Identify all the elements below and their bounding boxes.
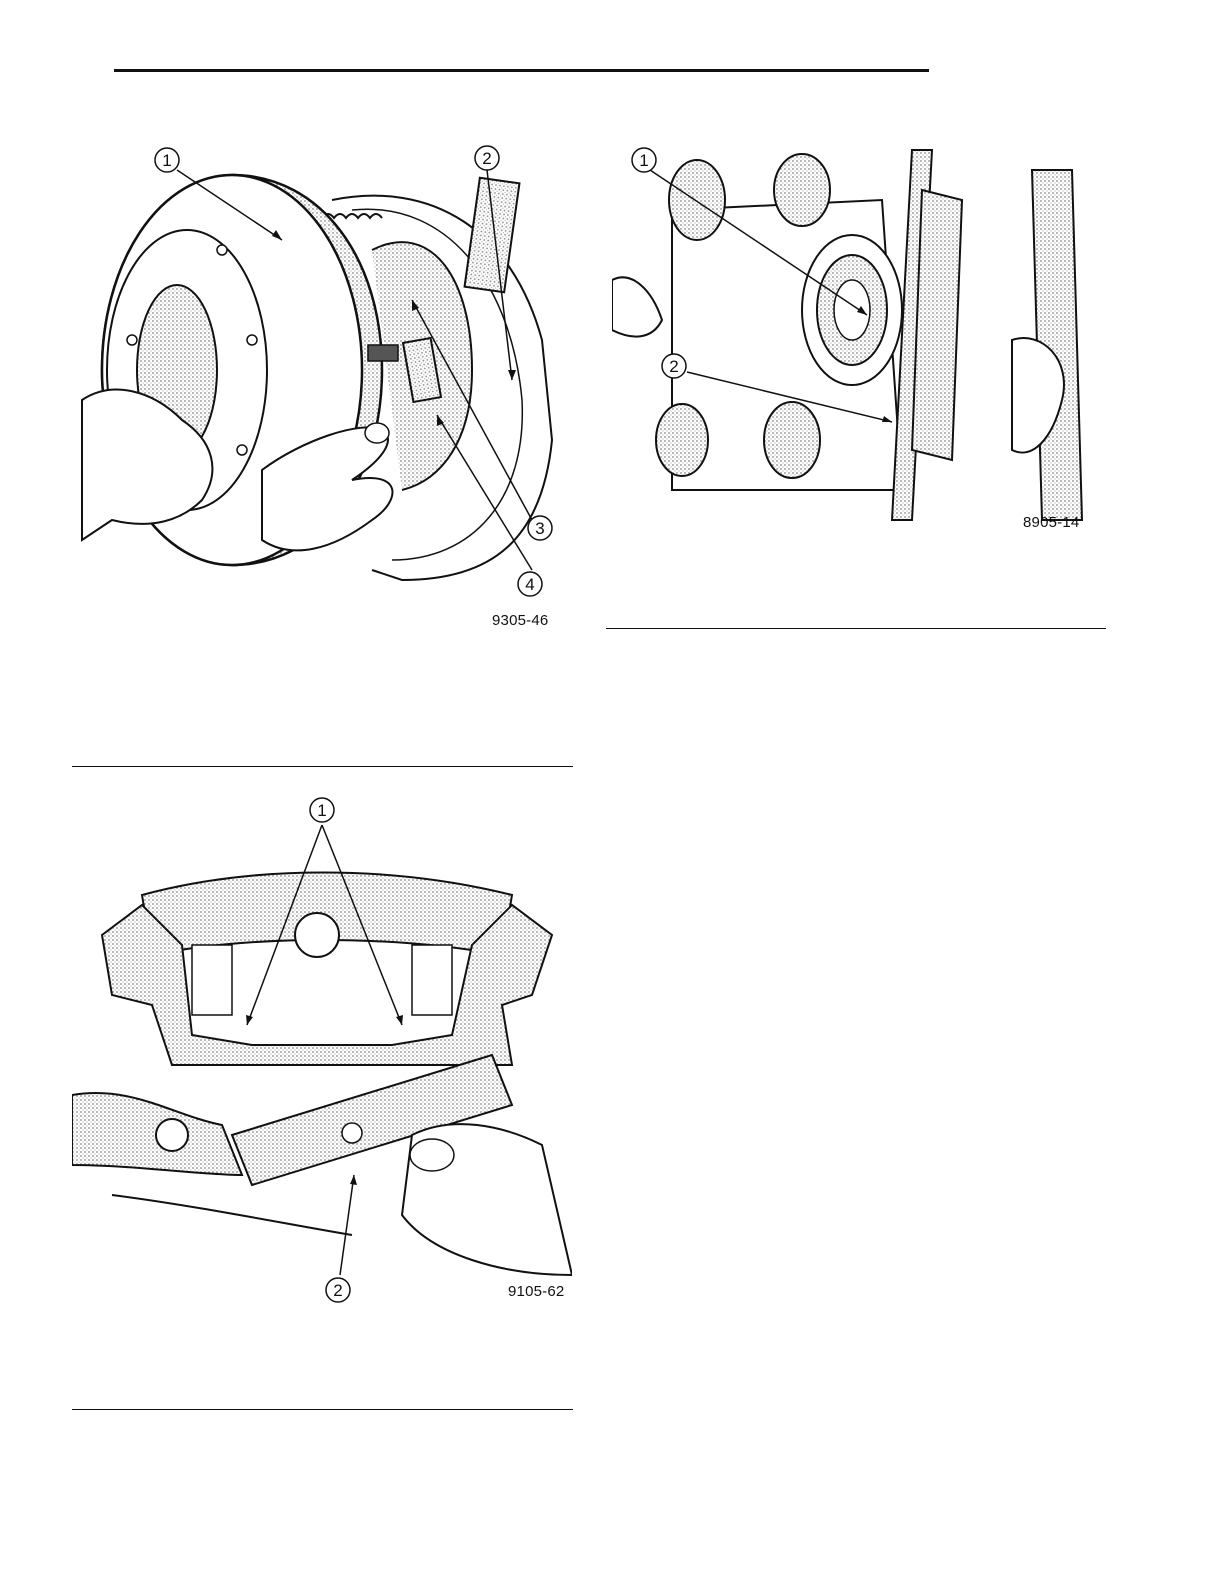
header-rule <box>114 69 929 72</box>
figure-brake-shoe: 1 2 <box>72 795 572 1315</box>
figure-id-9105-62: 9105-62 <box>508 1283 564 1300</box>
figure-divider-left-2 <box>72 1409 573 1410</box>
callout-1: 1 <box>317 801 326 820</box>
callout-4: 4 <box>525 575 534 594</box>
callout-2: 2 <box>669 357 678 376</box>
brake-shoe-illustration: 1 2 <box>72 795 572 1315</box>
figure-id-9305-46: 9305-46 <box>492 612 548 629</box>
callout-1: 1 <box>639 151 648 170</box>
figure-caliper: 1 2 <box>612 140 1102 540</box>
callout-2: 2 <box>333 1281 342 1300</box>
caliper-illustration: 1 2 <box>612 140 1102 540</box>
callout-3: 3 <box>535 519 544 538</box>
callout-2: 2 <box>482 149 491 168</box>
callout-1: 1 <box>162 151 171 170</box>
figure-id-8905-14: 8905-14 <box>1023 514 1079 531</box>
brake-drum-illustration: 1 2 3 4 <box>72 140 572 610</box>
figure-brake-drum: 1 2 3 4 <box>72 140 572 610</box>
figure-divider-left-1 <box>72 766 573 767</box>
figure-divider-right <box>606 628 1106 629</box>
